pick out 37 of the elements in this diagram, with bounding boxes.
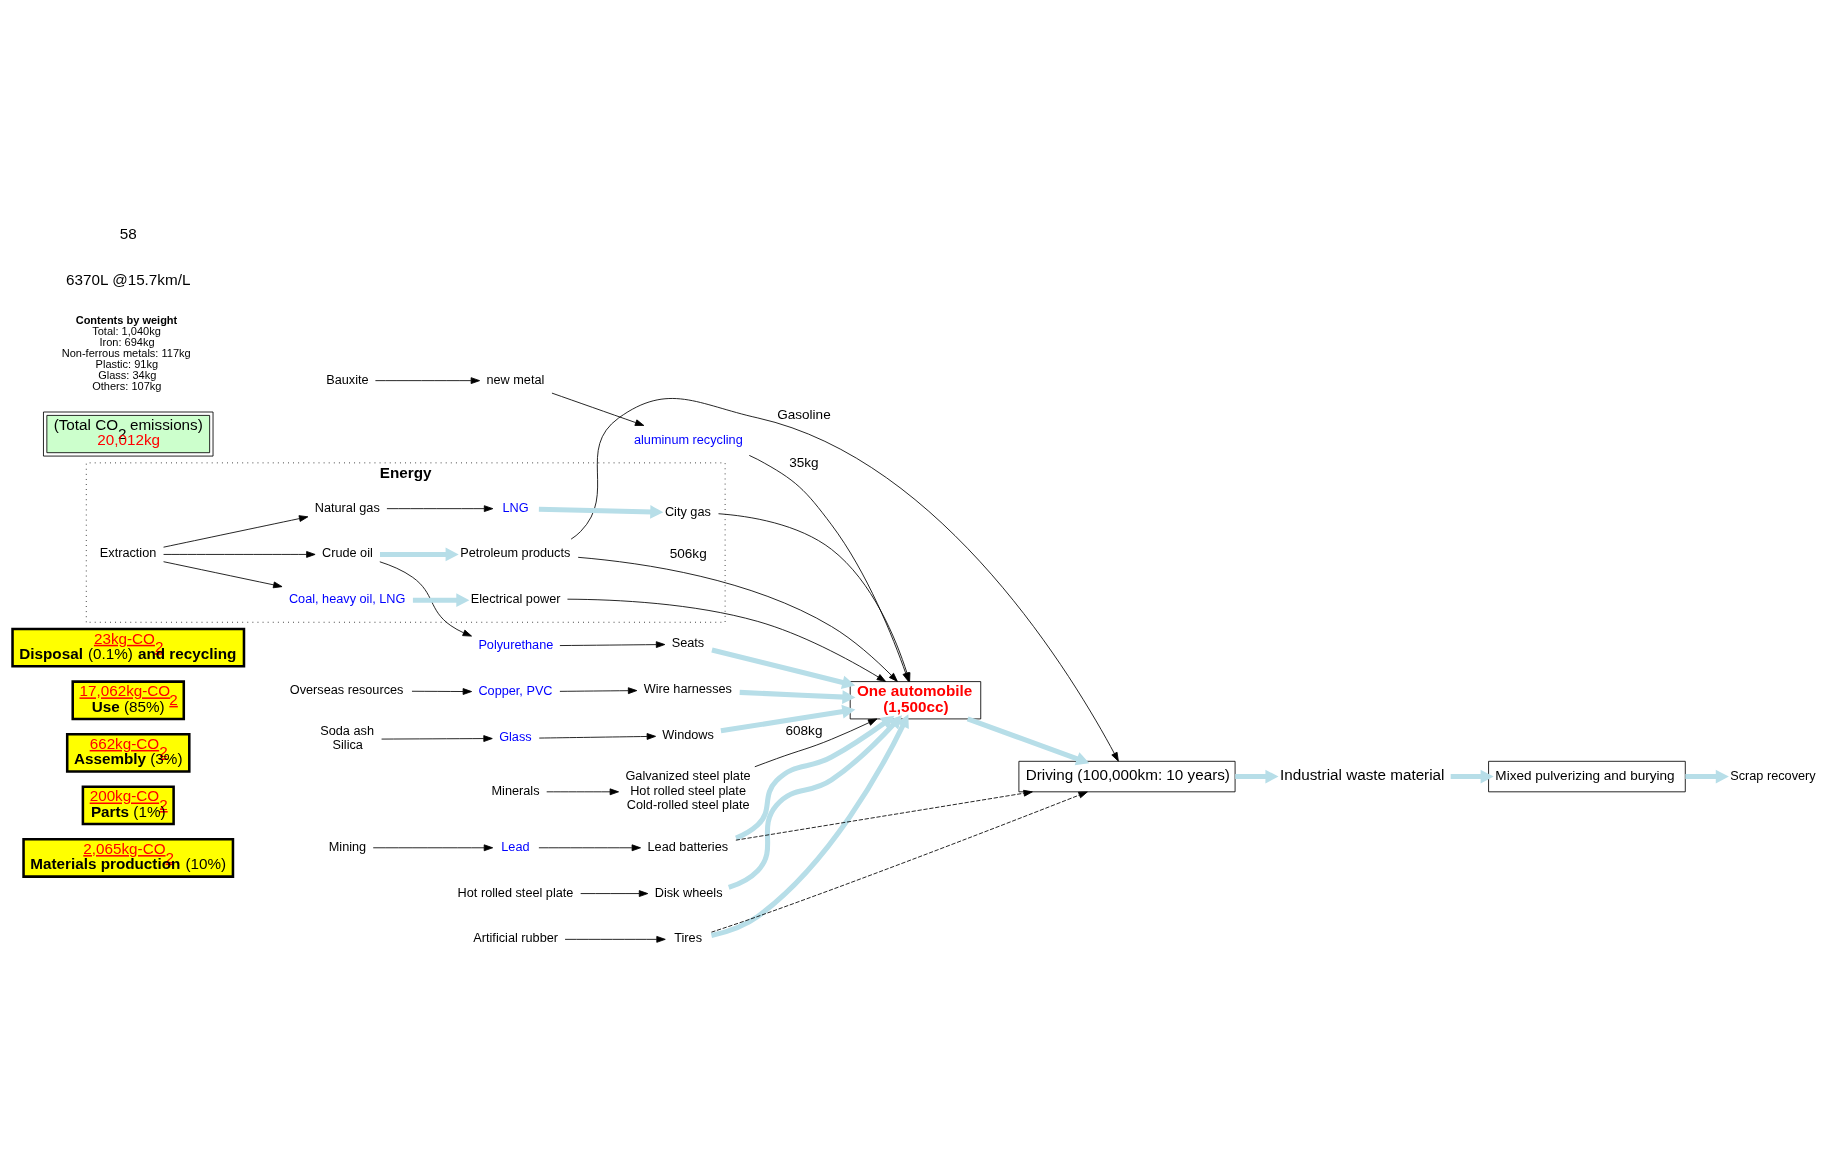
node-text: Seats [671,635,705,651]
node-text: Artificial rubber [473,930,559,946]
node-text: Coal, heavy oil, LNG [288,591,406,607]
label: 58 [119,225,137,243]
node-text: Mining [328,838,367,854]
node-text: Industrial waste material [1280,766,1445,784]
node-text: Lead batteries [647,838,729,854]
node-text: Galvanized steel plate Hot rolled steel plate Cold-rolled steel plate [625,768,751,813]
node-text: Copper, PVC [478,682,553,698]
node-text: City gas [664,503,711,519]
node-text: Soda ash Silica [320,723,374,753]
node-text: Overseas resources [289,681,404,697]
node-text: Glass [499,729,532,745]
node-text: aluminum recycling [633,431,743,447]
node-text: Minerals [491,782,540,798]
node-text: LNG [502,499,529,515]
node-text: Lead [501,838,530,854]
node-text: Electrical power [470,591,561,607]
node-text: Wire harnesses [643,681,732,697]
node-text: Polyurethane [478,636,554,652]
edge-label: 35kg [789,454,819,470]
node-text: Natural gas [314,499,380,515]
node-text: Extraction [99,545,157,561]
node-text: Hot rolled steel plate [457,884,574,900]
node-text: Bauxite [326,371,369,387]
node-text: Contents by weight Total: 1,040kg Iron: 694kg Non-ferrous metals: 117kg Plastic: 91kg Glass: 34kg Others: 107kg [61,313,191,392]
node-text: Windows [662,726,714,742]
node-text: Scrap recovery [1730,767,1816,783]
label: 6370L @15.7km/L [66,271,191,289]
node-text: Tires [674,930,703,946]
node-text: new metal [486,371,545,387]
node-text: Disk wheels [654,884,723,900]
edge-label: 506kg [669,545,707,561]
node-text: Crude oil [321,545,373,561]
edge-label: Gasoline [777,406,831,422]
edge-label: 608kg [785,722,823,738]
node-text: Petroleum products [460,545,571,561]
